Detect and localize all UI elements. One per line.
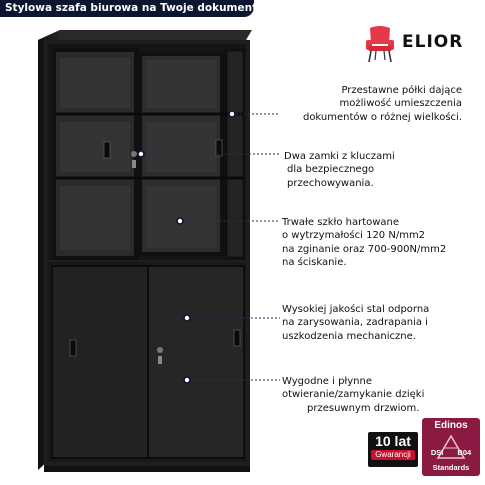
edinos-code-right: B04 <box>457 448 472 457</box>
feature-line: dla bezpiecznego <box>287 164 375 176</box>
edinos-codes: DSI B04 <box>422 448 480 457</box>
feature-shelves: Przestawne półki dające możliwość umiesz… <box>284 84 462 124</box>
feature-line: uszkodzenia mechaniczne. <box>282 330 416 342</box>
edinos-label: Standards <box>432 463 470 472</box>
warranty-years: 10 lat <box>375 433 411 449</box>
feature-line: dokumentów o różnej wielkości. <box>302 111 462 123</box>
warranty-label: Gwarancji <box>371 450 415 460</box>
feature-line: możliwość umieszczenia <box>339 98 462 110</box>
warranty-badge: 10 lat Gwarancji <box>368 432 418 467</box>
feature-locks: Dwa zamki z kluczami dla bezpiecznego pr… <box>284 150 395 190</box>
page-banner: Stylowa szafa biurowa na Twoje dokumenty <box>0 0 254 17</box>
edinos-code-left: DSI <box>430 448 444 457</box>
brand-logo[interactable]: ELIOR <box>362 22 482 66</box>
feature-steel: Wysokiej jakości stal odporna na zarysow… <box>282 303 429 343</box>
armchair-icon <box>366 26 394 63</box>
cabinet-image <box>38 30 252 472</box>
brand-name: ELIOR <box>402 32 464 52</box>
feature-line: otwieranie/zamykanie dzięki <box>282 389 425 401</box>
feature-line: Wysokiej jakości stal odporna <box>282 304 430 315</box>
feature-line: przechowywania. <box>287 177 374 189</box>
edinos-standards-badge: Edinos DSI B04 Standards <box>422 418 480 476</box>
feature-line: na zarysowania, zadrapania i <box>282 317 428 329</box>
feature-line: Wygodne i płynne <box>282 376 373 387</box>
feature-line: na ściskanie. <box>282 257 347 269</box>
feature-line: o wytrzymałości 120 N/mm2 <box>282 230 426 242</box>
feature-line: Trwałe szkło hartowane <box>282 217 400 228</box>
edinos-name: Edinos <box>434 420 468 431</box>
triangle-icon <box>436 434 466 459</box>
feature-glass: Trwałe szkło hartowane o wytrzymałości 1… <box>282 216 446 270</box>
feature-line: na zginanie oraz 700-900N/mm2 <box>282 243 447 255</box>
feature-line: przesuwnym drzwiom. <box>307 402 420 414</box>
feature-line: Przestawne półki dające <box>341 85 462 96</box>
feature-sliding-doors: Wygodne i płynne otwieranie/zamykanie dz… <box>282 375 424 415</box>
feature-line: Dwa zamki z kluczami <box>284 151 395 162</box>
